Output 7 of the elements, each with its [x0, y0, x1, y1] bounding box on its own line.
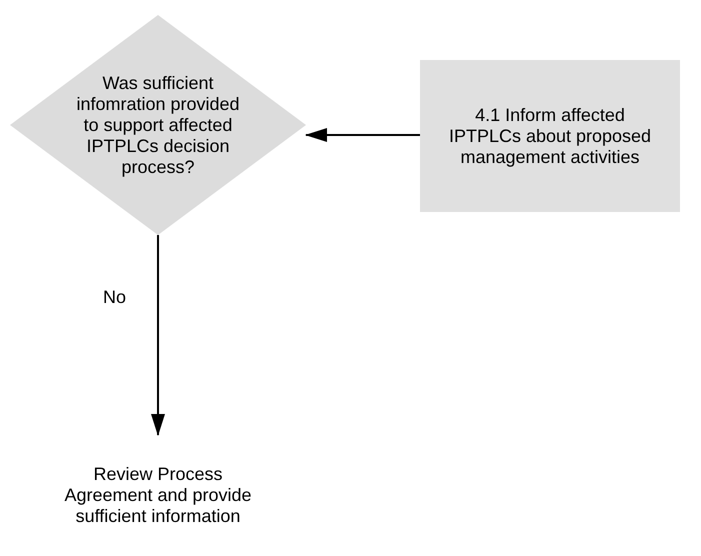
arrow	[151, 235, 165, 436]
arrow	[305, 128, 420, 142]
decision-diamond	[10, 15, 306, 235]
node-label: Was sufficient infomration provided to support affected IPTPLCs decision process?	[75, 72, 241, 178]
node-label: 4.1 Inform affected IPTPLCs about proposed management activities	[448, 104, 652, 168]
process-box	[420, 60, 680, 212]
process-text: Review Process Agreement and provide sufficient information	[63, 464, 253, 526]
